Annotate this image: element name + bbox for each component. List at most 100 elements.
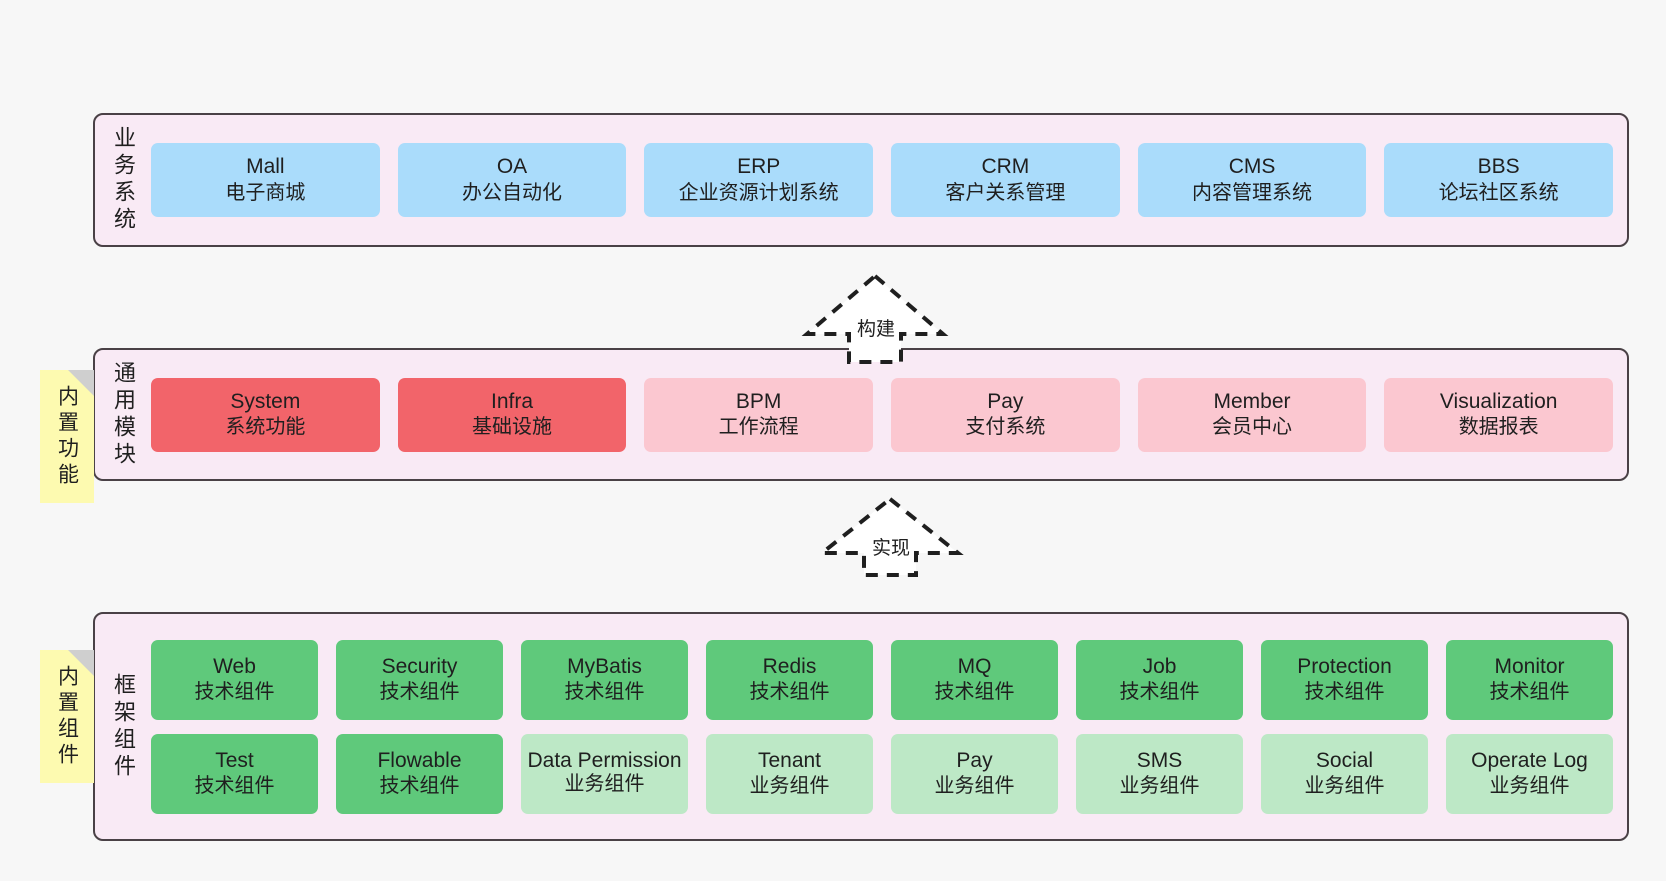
card-subtitle: 系统功能 <box>225 416 306 439</box>
card-monitor[interactable]: Monitor 技术组件 <box>1446 639 1613 720</box>
card-tenant[interactable]: Tenant 业务组件 <box>706 733 873 814</box>
card-title: BBS <box>1477 155 1520 179</box>
card-row-business: Test 技术组件 Flowable 技术组件 Data Permission … <box>151 733 1613 814</box>
card-erp[interactable]: ERP 企业资源计划系统 <box>644 143 874 217</box>
card-pay-component[interactable]: Pay 业务组件 <box>891 733 1058 814</box>
card-social[interactable]: Social 业务组件 <box>1261 733 1428 814</box>
card-subtitle: 业务组件 <box>564 773 645 796</box>
card-bbs[interactable]: BBS 论坛社区系统 <box>1384 143 1614 217</box>
card-title: Mall <box>246 155 285 179</box>
card-subtitle: 支付系统 <box>965 416 1046 439</box>
card-test[interactable]: Test 技术组件 <box>151 733 318 814</box>
card-bpm[interactable]: BPM 工作流程 <box>644 377 874 452</box>
connector-build: 构建 <box>800 272 950 364</box>
connector-realize: 实现 <box>815 495 965 577</box>
connector-realize-label: 实现 <box>872 538 911 559</box>
card-mall[interactable]: Mall 电子商城 <box>151 143 380 217</box>
card-pay[interactable]: Pay 支付系统 <box>891 377 1120 452</box>
card-subtitle: 技术组件 <box>934 681 1015 704</box>
card-subtitle: 业务组件 <box>1119 775 1200 798</box>
card-title: Tenant <box>757 748 822 772</box>
arrow-shape <box>816 496 964 577</box>
card-title: Job <box>1142 654 1177 678</box>
note-fold-corner <box>68 370 94 396</box>
card-title: Visualization <box>1439 389 1558 413</box>
layer-title-common-modules: 通用模块 <box>111 360 136 469</box>
layer-body-common-modules: System 系统功能 Infra 基础设施 BPM 工作流程 Pay 支付系统… <box>151 350 1627 479</box>
note-builtin-components: 内置组件 <box>40 650 94 783</box>
card-title: BPM <box>735 389 782 413</box>
card-title: Social <box>1315 748 1374 772</box>
connector-build-label: 构建 <box>857 319 896 340</box>
card-flowable[interactable]: Flowable 技术组件 <box>336 733 503 814</box>
card-visualization[interactable]: Visualization 数据报表 <box>1384 377 1614 452</box>
card-title: MQ <box>957 654 992 678</box>
card-subtitle: 业务组件 <box>1489 775 1570 798</box>
card-oa[interactable]: OA 办公自动化 <box>397 143 627 217</box>
card-title: Operate Log <box>1471 748 1588 772</box>
card-subtitle: 技术组件 <box>194 775 275 798</box>
card-subtitle: 技术组件 <box>564 681 645 704</box>
card-subtitle: 办公自动化 <box>462 181 562 204</box>
layer-body-business-systems: Mall 电子商城 OA 办公自动化 ERP 企业资源计划系统 CRM 客户关系… <box>151 115 1627 245</box>
note-label: 内置功能 <box>55 384 79 489</box>
card-title: CRM <box>981 155 1030 179</box>
arrow-shape <box>801 273 949 364</box>
card-protection[interactable]: Protection 技术组件 <box>1261 639 1428 720</box>
card-subtitle: 技术组件 <box>379 775 460 798</box>
layer-common-modules: 通用模块 System 系统功能 Infra 基础设施 BPM 工作流程 Pay… <box>93 348 1629 481</box>
card-crm[interactable]: CRM 客户关系管理 <box>891 143 1120 217</box>
card-title: Security <box>381 654 458 678</box>
card-title: Pay <box>987 389 1024 413</box>
card-infra[interactable]: Infra 基础设施 <box>397 377 627 452</box>
card-subtitle: 业务组件 <box>934 775 1015 798</box>
card-title: Web <box>213 654 256 678</box>
card-operate-log[interactable]: Operate Log 业务组件 <box>1446 733 1613 814</box>
card-member[interactable]: Member 会员中心 <box>1137 377 1367 452</box>
card-title: Member <box>1213 389 1291 413</box>
note-label: 内置组件 <box>55 664 79 769</box>
card-data-permission[interactable]: Data Permission 业务组件 <box>521 733 688 814</box>
card-security[interactable]: Security 技术组件 <box>336 639 503 720</box>
card-title: Protection <box>1297 654 1392 678</box>
card-subtitle: 工作流程 <box>718 416 799 439</box>
card-title: ERP <box>737 155 781 179</box>
card-mq[interactable]: MQ 技术组件 <box>891 639 1058 720</box>
layer-title-business-systems: 业务系统 <box>111 126 136 234</box>
card-title: Redis <box>762 654 817 678</box>
card-subtitle: 客户关系管理 <box>945 181 1066 204</box>
card-title: Infra <box>490 389 534 413</box>
card-title: CMS <box>1228 155 1276 179</box>
card-redis[interactable]: Redis 技术组件 <box>706 639 873 720</box>
card-cms[interactable]: CMS 内容管理系统 <box>1137 143 1367 217</box>
card-subtitle: 会员中心 <box>1212 416 1293 439</box>
card-subtitle: 数据报表 <box>1458 416 1539 439</box>
card-subtitle: 技术组件 <box>379 681 460 704</box>
card-title: Test <box>215 748 254 772</box>
card-subtitle: 论坛社区系统 <box>1438 181 1559 204</box>
card-subtitle: 技术组件 <box>194 681 275 704</box>
card-subtitle: 技术组件 <box>1489 681 1570 704</box>
card-subtitle: 内容管理系统 <box>1192 181 1313 204</box>
layer-framework-components: 框架组件 Web 技术组件 Security 技术组件 MyBatis 技术组件… <box>93 612 1629 841</box>
card-subtitle: 业务组件 <box>1304 775 1385 798</box>
card-system[interactable]: System 系统功能 <box>151 377 380 452</box>
card-title: MyBatis <box>567 654 642 678</box>
card-mybatis[interactable]: MyBatis 技术组件 <box>521 639 688 720</box>
card-subtitle: 基础设施 <box>472 416 552 439</box>
card-subtitle: 技术组件 <box>1119 681 1200 704</box>
card-row: Mall 电子商城 OA 办公自动化 ERP 企业资源计划系统 CRM 客户关系… <box>151 143 1614 217</box>
card-title: Pay <box>956 748 993 772</box>
card-job[interactable]: Job 技术组件 <box>1076 639 1243 720</box>
layer-business-systems: 业务系统 Mall 电子商城 OA 办公自动化 ERP 企业资源计划系统 CRM… <box>93 113 1629 247</box>
card-subtitle: 技术组件 <box>1304 681 1385 704</box>
card-web[interactable]: Web 技术组件 <box>151 639 318 720</box>
layer-title-framework-components: 框架组件 <box>111 672 136 781</box>
card-row-technical: Web 技术组件 Security 技术组件 MyBatis 技术组件 Redi… <box>151 639 1613 720</box>
card-title: SMS <box>1136 748 1183 772</box>
card-sms[interactable]: SMS 业务组件 <box>1076 733 1243 814</box>
card-row: System 系统功能 Infra 基础设施 BPM 工作流程 Pay 支付系统… <box>151 377 1614 452</box>
card-subtitle: 技术组件 <box>749 681 830 704</box>
card-subtitle: 电子商城 <box>225 181 306 204</box>
